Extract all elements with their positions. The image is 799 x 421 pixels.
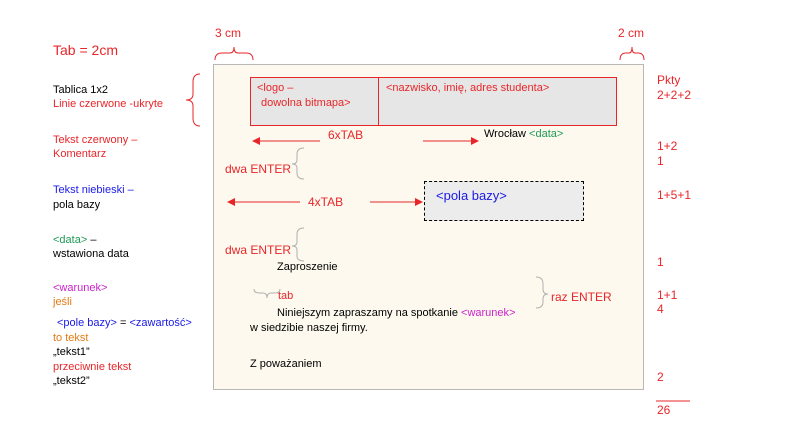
invitation-title: Zaproszenie	[277, 261, 338, 273]
enter-brace-1	[291, 147, 305, 180]
city-date-line: Wrocław <data>	[484, 128, 563, 140]
database-field-placeholder: <pola bazy>	[436, 188, 507, 203]
condition-field: <pole bazy>	[57, 317, 117, 329]
right-margin-brace	[619, 46, 645, 61]
points-row-2: 1+2	[657, 139, 678, 153]
points-row-4: 1+5+1	[657, 188, 692, 202]
left-margin-brace	[214, 46, 254, 61]
red-text-note-line1: Tekst czerwony –	[53, 134, 138, 146]
condition-text1: „tekst1”	[53, 346, 90, 358]
logo-placeholder-line1: <logo –	[257, 82, 294, 94]
blue-text-note-line2: pola bazy	[53, 199, 101, 211]
right-margin-label: 2 cm	[618, 26, 645, 40]
tab-size-note: Tab = 2cm	[53, 42, 118, 58]
points-total: 26	[657, 403, 671, 417]
database-field-box	[424, 181, 584, 221]
city-name: Wrocław	[484, 128, 530, 140]
logo-cell	[251, 78, 379, 125]
condition-text2: „tekst2”	[53, 375, 90, 387]
red-text-note-line2: Komentarz	[53, 148, 107, 160]
condition-expression: <pole bazy> = <zawartość>	[57, 317, 192, 329]
one-enter-label: raz ENTER	[551, 290, 612, 304]
data-dash: –	[87, 234, 97, 246]
blue-text-note-line1: Tekst niebieski –	[53, 184, 134, 196]
one-enter-brace	[535, 276, 549, 309]
table-note-line2: Linie czerwone -ukryte	[53, 98, 164, 110]
points-row-3: 1	[657, 154, 664, 168]
date-placeholder: <data>	[529, 128, 564, 140]
two-enter-label-1: dwa ENTER	[225, 162, 292, 176]
tab-brace	[253, 288, 281, 299]
points-header: Pkty	[657, 73, 681, 87]
enter-brace-2	[291, 227, 305, 262]
logo-placeholder-line2: dowolna bitmapa>	[261, 97, 351, 109]
body-warunek: <warunek>	[461, 307, 516, 319]
student-placeholder: <nazwisko, imię, adres studenta>	[386, 82, 550, 94]
points-row-7: 4	[657, 302, 664, 316]
condition-else: przeciwnie tekst	[53, 361, 132, 373]
body-line-2: w siedzibie naszej firmy.	[250, 322, 368, 334]
points-row-8: 2	[657, 370, 664, 384]
body-line-1: Niniejszym zapraszamy na spotkanie <waru…	[277, 307, 515, 319]
points-row-1: 2+2+2	[657, 88, 692, 102]
table-note-brace	[185, 73, 201, 127]
data-note-line1: <data> –	[53, 234, 96, 246]
six-tab-label: 6xTAB	[328, 128, 364, 142]
data-tag: <data>	[53, 234, 88, 246]
condition-value: <zawartość>	[129, 317, 192, 329]
left-margin-label: 3 cm	[215, 26, 242, 40]
condition-then: to tekst	[53, 332, 89, 344]
points-row-5: 1	[657, 255, 664, 269]
condition-equals: =	[116, 317, 130, 329]
body-text-1: Niniejszym zapraszamy na spotkanie	[277, 307, 462, 319]
condition-if: jeśli	[53, 296, 72, 308]
header-table	[250, 77, 617, 126]
four-tab-label: 4xTAB	[308, 195, 344, 209]
data-note-line2: wstawiona data	[53, 248, 129, 260]
closing-line: Z poważaniem	[250, 358, 322, 370]
points-row-6: 1+1	[657, 288, 678, 302]
two-enter-label-2: dwa ENTER	[225, 243, 292, 257]
table-note-line1: Tablica 1x2	[53, 84, 109, 96]
condition-warunek: <warunek>	[53, 282, 108, 294]
tab-label: tab	[278, 290, 294, 302]
